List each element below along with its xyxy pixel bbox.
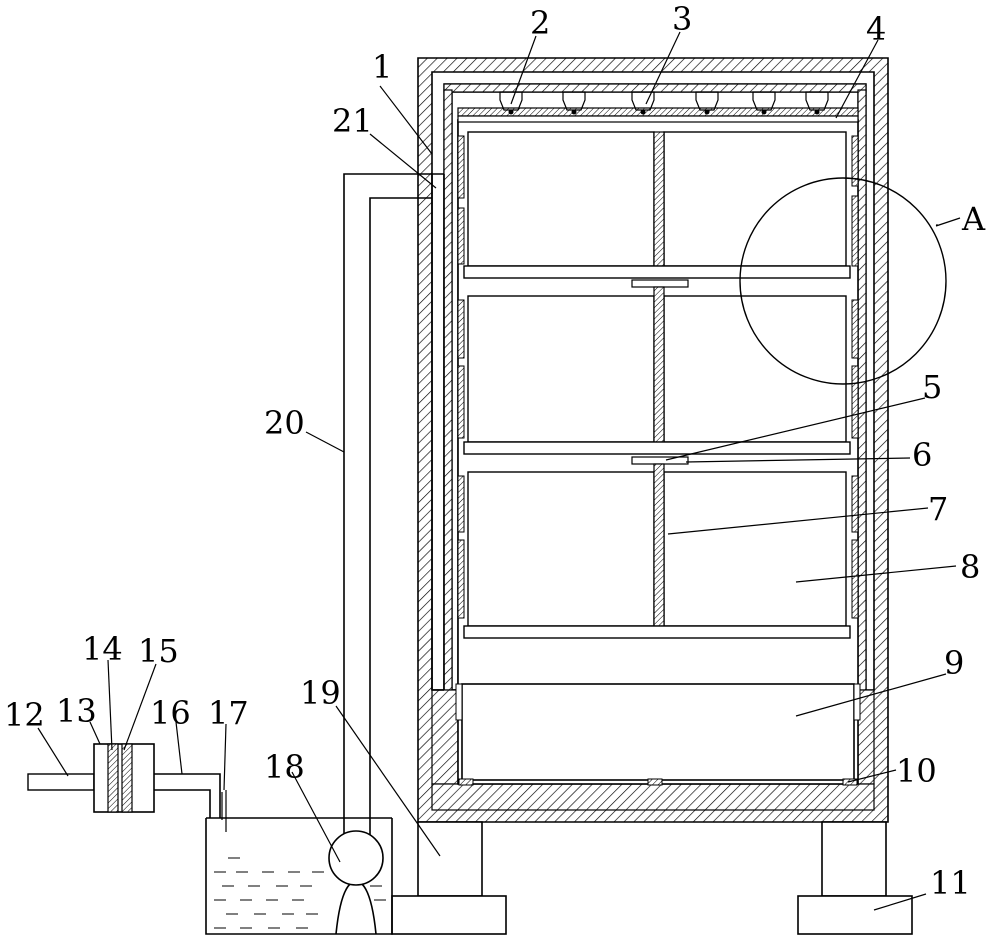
label-5: 5 xyxy=(922,368,942,406)
part-labels: 1 2 3 4 5 6 7 8 9 10 11 12 13 14 15 16 1… xyxy=(4,0,986,902)
label-1: 1 xyxy=(372,48,392,86)
nozzle xyxy=(562,91,586,115)
spray-manifold xyxy=(457,91,859,123)
leader-lines xyxy=(37,31,961,911)
label-13: 13 xyxy=(56,692,97,730)
legs xyxy=(391,821,913,935)
label-8: 8 xyxy=(960,548,980,586)
side-rails xyxy=(457,135,859,619)
label-19: 19 xyxy=(300,674,341,712)
filter-assembly xyxy=(27,743,227,832)
nozzle xyxy=(631,91,655,115)
drawer xyxy=(455,683,861,786)
label-15: 15 xyxy=(138,632,179,670)
label-2: 2 xyxy=(530,4,550,42)
nozzle xyxy=(752,91,776,115)
shelf-stack xyxy=(463,131,851,639)
label-6: 6 xyxy=(912,436,932,474)
label-17: 17 xyxy=(208,694,249,732)
label-9: 9 xyxy=(944,644,964,682)
label-21: 21 xyxy=(332,102,373,140)
label-12: 12 xyxy=(4,696,45,734)
label-20: 20 xyxy=(264,404,305,442)
label-11: 11 xyxy=(930,864,971,902)
water-pipe xyxy=(343,173,445,852)
detail-circle-a xyxy=(739,177,947,385)
label-7: 7 xyxy=(928,490,948,528)
label-14: 14 xyxy=(82,630,123,668)
nozzle xyxy=(805,91,829,115)
water-tank xyxy=(205,817,393,935)
water-lines xyxy=(214,857,386,929)
label-18: 18 xyxy=(264,748,305,786)
nozzle xyxy=(695,91,719,115)
nozzle xyxy=(499,91,523,115)
label-A: A xyxy=(961,200,986,238)
label-10: 10 xyxy=(896,752,937,790)
label-3: 3 xyxy=(672,0,692,38)
label-4: 4 xyxy=(866,10,886,48)
label-16: 16 xyxy=(150,694,191,732)
pump xyxy=(328,830,384,935)
